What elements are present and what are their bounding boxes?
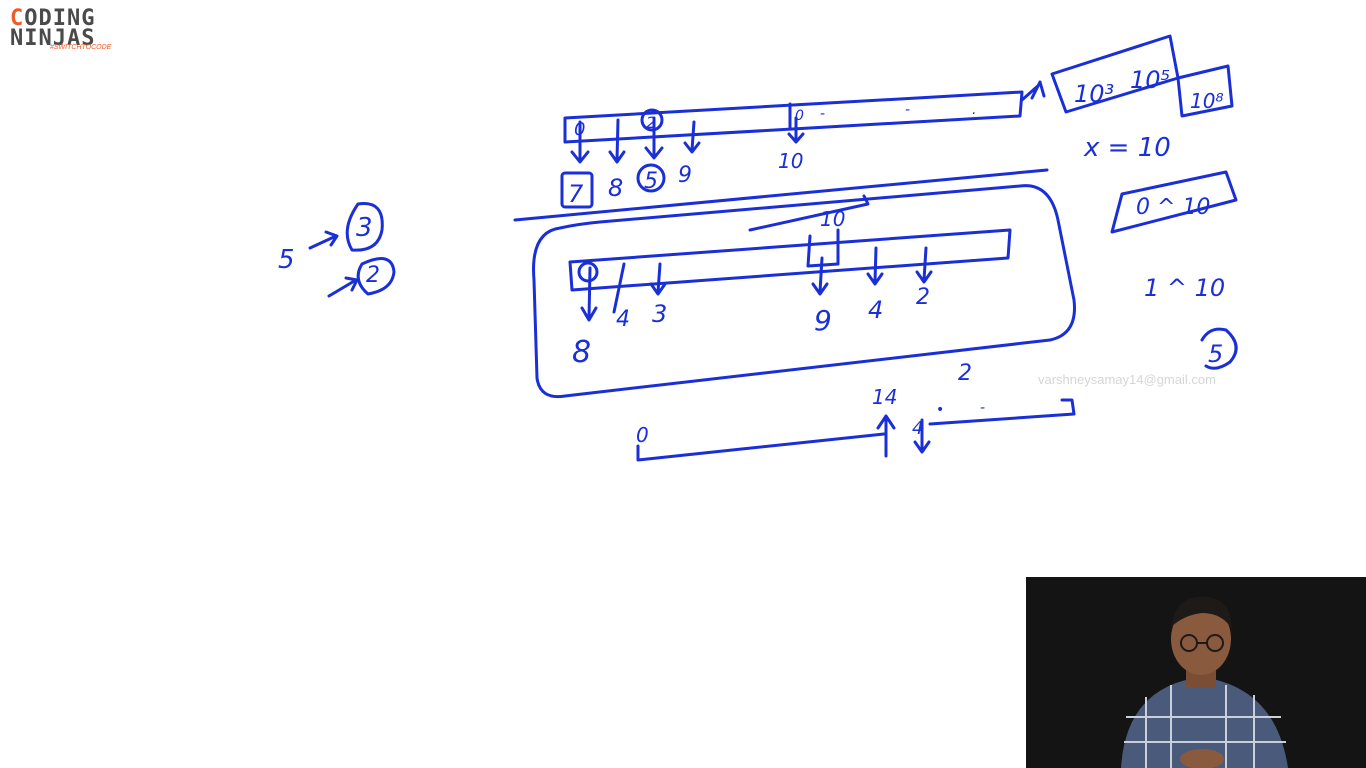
left-5: 5 [278,245,295,275]
svg-text:-: - [905,102,910,118]
block-label-10-8: 10⁸ [1190,89,1223,113]
svg-text:-: - [820,106,825,122]
value-8: 8 [608,174,623,202]
svg-text:•: • [936,402,944,418]
value-10: 10 [778,149,803,173]
presenter-icon [1026,577,1366,768]
email-watermark: varshneysamay14@gmail.com [1038,372,1216,387]
boxed-array-frame [532,184,1076,399]
block-10-8 [1176,64,1234,118]
value-9: 9 [678,163,692,188]
logo-line2: NINJAS [10,26,96,51]
logo-tagline: #SWITCHTOCODE [50,44,112,51]
block-label-10-3: 10³ [1074,80,1114,108]
inner-value-9: 9 [814,304,832,337]
block-label-10-5: 10⁵ [1130,66,1170,94]
bottom-right-label: 2 [958,361,972,386]
presenter-video [1026,577,1366,768]
inner-value-4b: 4 [868,296,883,324]
note-0-xor-10: 0 ^ 10 [1136,195,1210,220]
note-1-xor-10: 1 ^ 10 [1144,274,1225,302]
boxed-top-label: 10 [820,207,845,231]
logo-line1-rest: ODING [24,6,96,31]
inner-value-2: 2 [916,285,930,310]
logo-letter-c: C [10,6,25,31]
circled-3: 3 [356,213,373,243]
box-0-xor-10 [1110,170,1238,234]
top-index-0: 0 [574,119,585,140]
top-array-outline [563,90,1024,144]
boxed-seven [560,171,594,209]
coding-ninjas-logo: CODING NINJAS #SWITCHTOCODE [6,6,116,56]
bottom-mid-label: 14 [872,385,897,409]
top-index-end: 0 [795,108,804,124]
note-x-eq-10: x = 10 [1083,133,1171,163]
inner-array-outline [568,228,1012,292]
top-index-2: 2 [646,113,656,132]
value-5: 5 [644,169,658,194]
bottom-after: 4 [912,418,923,439]
circled-2: 2 [366,263,380,288]
svg-text:-: - [980,400,985,416]
inner-value-4a: 4 [616,307,630,332]
bottom-start: 0 [636,423,649,447]
bottom-array-outline [636,398,1076,462]
value-7: 7 [568,180,584,208]
svg-text:.: . [972,102,976,118]
inner-value-8: 8 [572,335,591,370]
note-5: 5 [1208,340,1223,368]
inner-value-3: 3 [652,300,667,328]
